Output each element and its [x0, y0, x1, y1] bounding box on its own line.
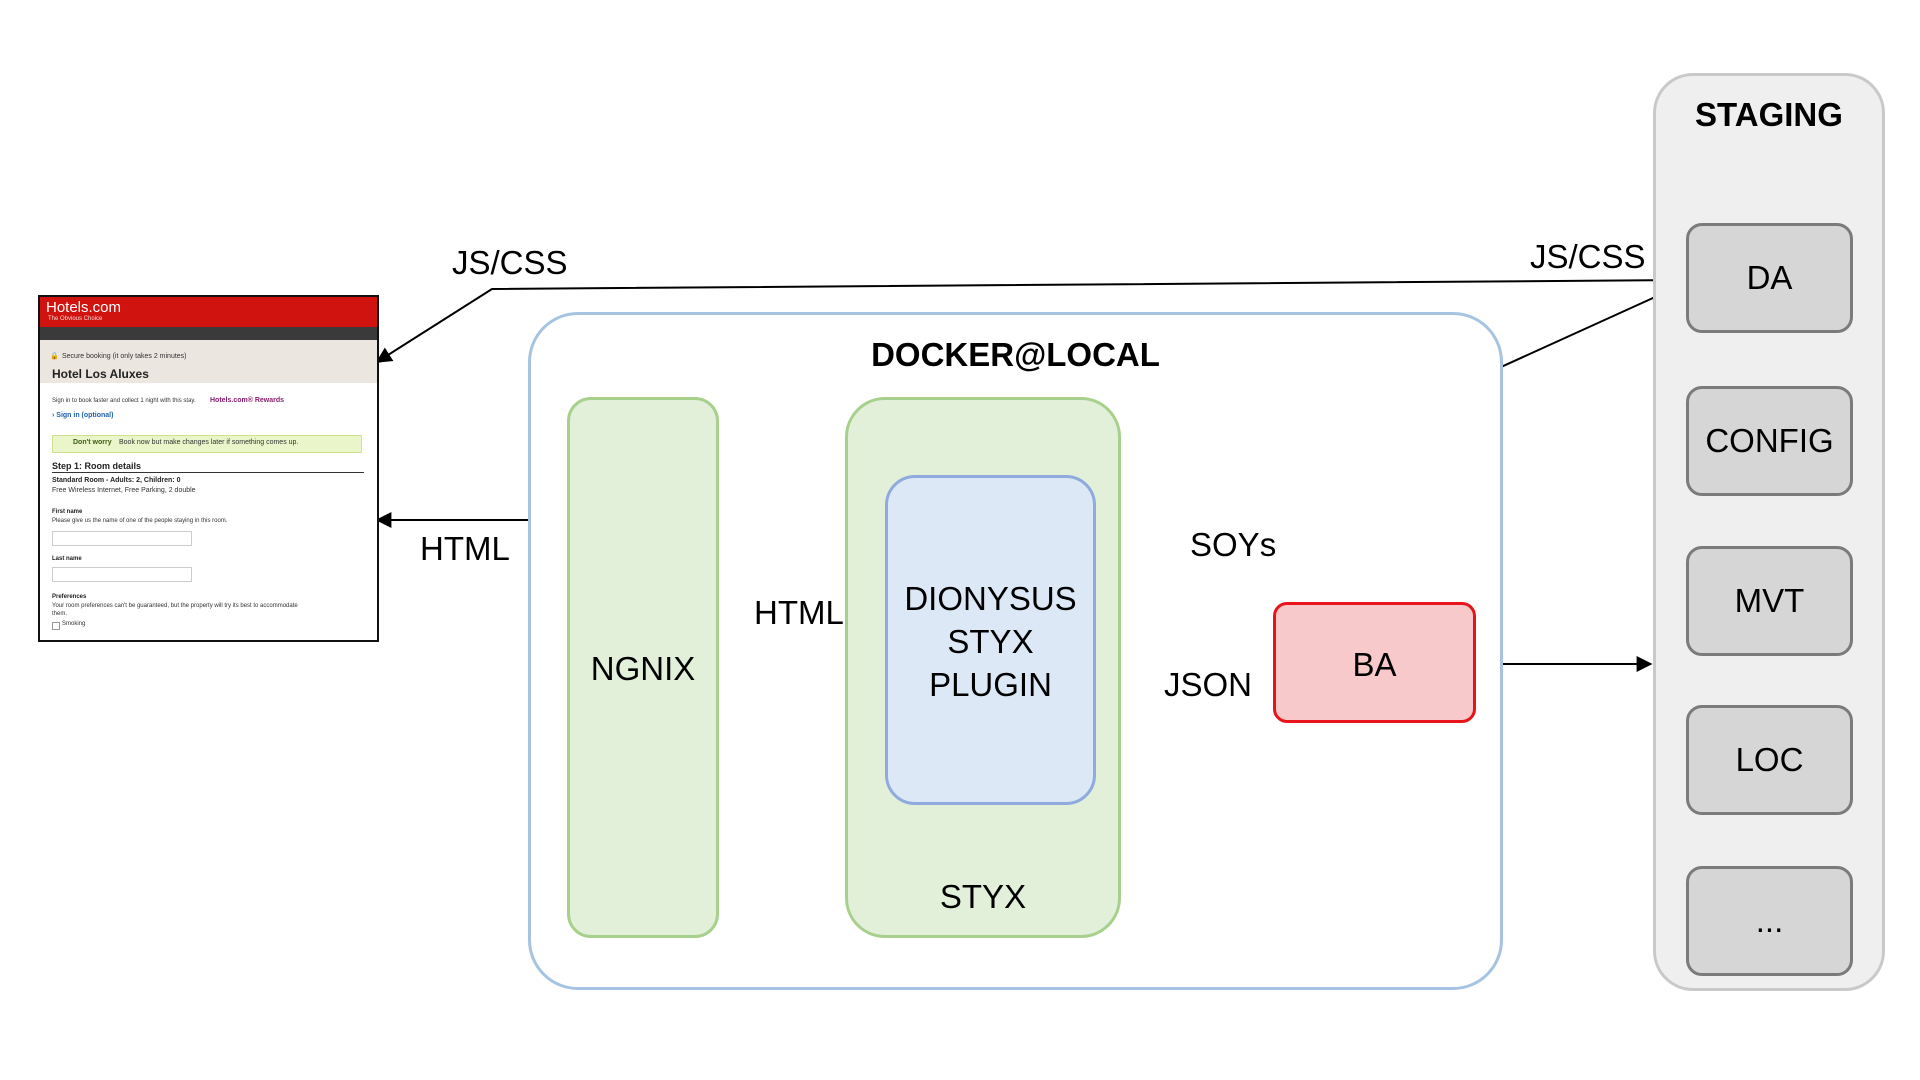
smoking-label: Smoking: [62, 621, 86, 627]
label-js-css-left: JS/CSS: [452, 244, 568, 281]
booking-header-band: [40, 340, 377, 383]
plugin-line-1: DIONYSUS: [904, 580, 1077, 617]
plugin-line-2: STYX: [947, 623, 1034, 660]
divider: [52, 472, 364, 473]
booking-page-screenshot: Hotels.com The Obvious Choice 🔒 Secure b…: [38, 295, 379, 642]
plugin-line-3: PLUGIN: [929, 666, 1052, 703]
step1-heading: Step 1: Room details: [52, 461, 142, 471]
label-json: JSON: [1164, 666, 1253, 703]
dionysus-styx-plugin-box: [885, 475, 1096, 805]
staging-container: [1653, 73, 1885, 991]
label-html-left: HTML: [420, 530, 510, 567]
first-name-label: First name: [52, 509, 83, 515]
first-name-help: Please give us the name of one of the pe…: [52, 518, 228, 524]
hotels-tagline: The Obvious Choice: [48, 316, 103, 322]
staging-item-config: CONFIG: [1686, 386, 1853, 496]
amenities-line: Free Wireless Internet, Free Parking, 2 …: [52, 487, 196, 494]
secure-booking-text: Secure booking (it only takes 2 minutes): [62, 353, 187, 360]
label-html-mid: HTML: [754, 594, 844, 631]
signin-link[interactable]: › Sign in (optional): [52, 412, 114, 419]
preferences-help-2: them.: [52, 611, 68, 617]
rewards-link[interactable]: Hotels.com® Rewards: [210, 397, 285, 404]
staging-item-loc: LOC: [1686, 705, 1853, 815]
styx-label: STYX: [939, 878, 1027, 915]
room-line: Standard Room - Adults: 2, Children: 0: [52, 477, 181, 484]
docker-local-title: DOCKER@LOCAL: [871, 336, 1160, 373]
staging-item-mvt: MVT: [1686, 546, 1853, 656]
staging-item-more: ...: [1686, 866, 1853, 976]
signin-link-label: Sign in (optional): [56, 412, 114, 419]
ba-box: [1273, 602, 1476, 723]
hotels-logo: Hotels.com: [46, 299, 122, 316]
ngnix-label: NGNIX: [590, 650, 696, 687]
preferences-label: Preferences: [52, 594, 87, 600]
label-js-css-right: JS/CSS: [1530, 238, 1646, 275]
hotel-name: Hotel Los Aluxes: [52, 367, 149, 381]
smoking-checkbox[interactable]: [52, 622, 60, 630]
lock-icon: 🔒: [50, 353, 59, 360]
ba-label: BA: [1352, 646, 1397, 683]
staging-title: STAGING: [1695, 96, 1843, 133]
first-name-field[interactable]: [52, 531, 192, 546]
label-soys: SOYs: [1190, 526, 1277, 563]
last-name-field[interactable]: [52, 567, 192, 582]
nav-bar: [40, 327, 377, 340]
dont-worry-bold: Don't worry: [73, 439, 112, 446]
ngnix-box: [567, 397, 719, 938]
dont-worry-rest: Book now but make changes later if somet…: [119, 439, 299, 446]
signin-prompt: Sign in to book faster and collect 1 nig…: [52, 398, 196, 404]
dont-worry-note: Don't worry Book now but make changes la…: [52, 435, 362, 453]
hotels-header: Hotels.com The Obvious Choice: [40, 297, 377, 327]
preferences-help: Your room preferences can't be guarantee…: [52, 603, 298, 609]
staging-item-da: DA: [1686, 223, 1853, 333]
last-name-label: Last name: [52, 556, 82, 562]
arrow-da-to-browser: [375, 279, 1687, 363]
